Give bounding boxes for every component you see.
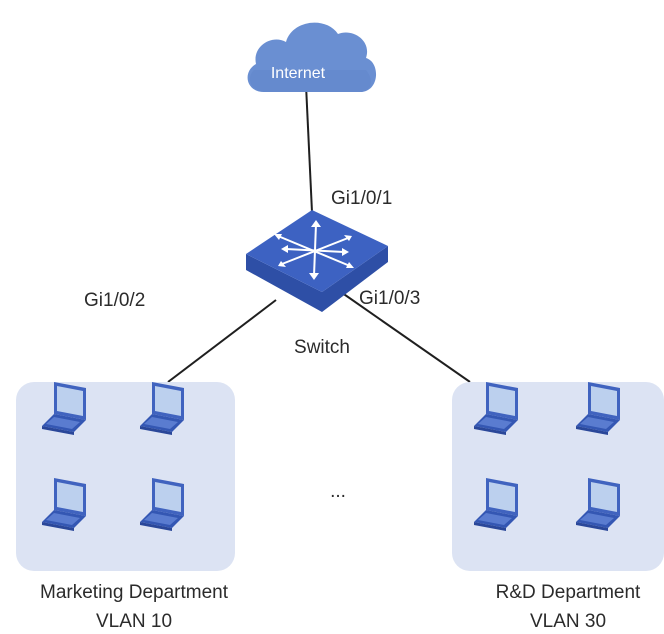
group-marketing-vlan: VLAN 10	[96, 611, 172, 632]
group-rd-vlan: VLAN 30	[530, 611, 606, 632]
group-rd-background	[452, 382, 664, 571]
cloud-icon: Internet	[247, 22, 377, 92]
links	[167, 84, 471, 383]
group-marketing-department: Marketing Department	[40, 582, 229, 603]
group-marketing	[16, 382, 235, 571]
port-left-label: Gi1/0/2	[84, 290, 145, 311]
group-rd	[452, 382, 664, 571]
port-right-label: Gi1/0/3	[359, 288, 420, 309]
cloud-label: Internet	[271, 65, 326, 82]
switch-label: Switch	[294, 337, 350, 358]
group-marketing-background	[16, 382, 235, 571]
link-switch-rd	[337, 289, 471, 383]
port-uplink-label: Gi1/0/1	[331, 188, 392, 209]
link-internet-switch	[305, 84, 313, 213]
link-switch-marketing	[167, 299, 277, 383]
group-rd-department: R&D Department	[496, 582, 641, 603]
ellipsis: ...	[330, 481, 346, 502]
switch-icon	[246, 210, 388, 312]
